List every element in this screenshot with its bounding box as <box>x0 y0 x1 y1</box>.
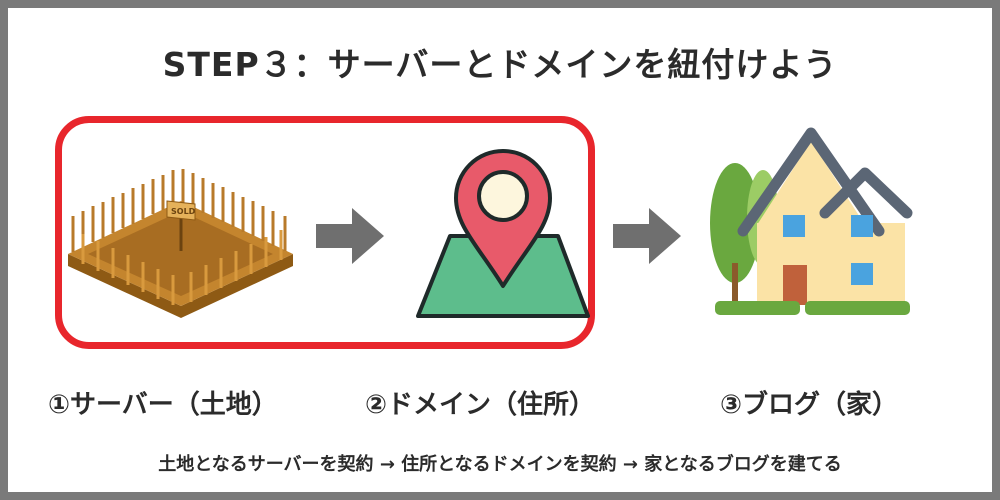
step-label-server: ①サーバー（土地） <box>48 390 278 420</box>
arrow-right-icon <box>613 208 681 264</box>
land-plot-icon: SOLD <box>68 169 293 318</box>
map-pin-icon <box>416 149 590 318</box>
arrow-right-icon <box>316 208 384 264</box>
flow-caption: 土地となるサーバーを契約 → 住所となるドメインを契約 → 家となるブログを建て… <box>158 454 842 475</box>
house-icon <box>710 127 913 315</box>
sold-sign-text: SOLD <box>171 207 196 216</box>
highlight-box <box>55 116 595 349</box>
step-label-blog: ③ブログ（家） <box>720 390 899 420</box>
step-label-domain: ②ドメイン（住所） <box>365 390 596 420</box>
page-title: STEP３：サーバーとドメインを紐付けよう <box>162 45 838 84</box>
diagram-frame: STEP３：サーバーとドメインを紐付けよう <box>8 8 992 492</box>
